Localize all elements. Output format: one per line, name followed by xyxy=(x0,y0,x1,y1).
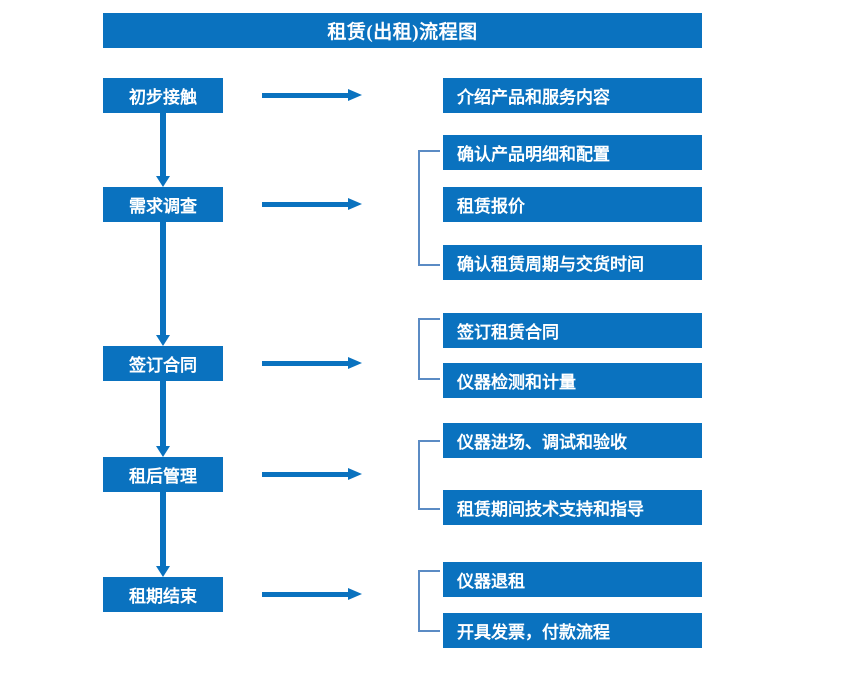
stage-box-5[interactable]: 租期结束 xyxy=(103,577,223,612)
stage-box-4[interactable]: 租后管理 xyxy=(103,457,223,492)
stage-box-3[interactable]: 签订合同 xyxy=(103,346,223,381)
arrow-head-icon xyxy=(156,176,170,187)
detail-box-10[interactable]: 开具发票，付款流程 xyxy=(443,613,702,648)
detail-box-9[interactable]: 仪器退租 xyxy=(443,562,702,597)
arrow-shaft xyxy=(160,222,166,335)
arrow-shaft xyxy=(160,492,166,566)
horizontal-arrow-4 xyxy=(262,468,362,480)
group-bracket-5 xyxy=(418,570,440,632)
arrow-head-icon xyxy=(348,89,362,101)
arrow-shaft xyxy=(262,592,350,597)
arrow-shaft xyxy=(262,202,350,207)
detail-box-7[interactable]: 仪器进场、调试和验收 xyxy=(443,423,702,458)
arrow-shaft xyxy=(262,361,350,366)
arrow-shaft xyxy=(262,93,350,98)
horizontal-arrow-5 xyxy=(262,588,362,600)
group-bracket-2 xyxy=(418,150,440,266)
detail-box-8[interactable]: 租赁期间技术支持和指导 xyxy=(443,490,702,525)
arrow-head-icon xyxy=(348,357,362,369)
horizontal-arrow-3 xyxy=(262,357,362,369)
arrow-head-icon xyxy=(348,468,362,480)
detail-box-6[interactable]: 仪器检测和计量 xyxy=(443,363,702,398)
detail-box-3[interactable]: 租赁报价 xyxy=(443,187,702,222)
vertical-arrow-2 xyxy=(156,222,170,346)
stage-box-1[interactable]: 初步接触 xyxy=(103,78,223,113)
group-bracket-3 xyxy=(418,318,440,380)
arrow-shaft xyxy=(160,381,166,446)
arrow-shaft xyxy=(262,472,350,477)
vertical-arrow-3 xyxy=(156,381,170,457)
arrow-head-icon xyxy=(156,446,170,457)
horizontal-arrow-1 xyxy=(262,89,362,101)
group-bracket-4 xyxy=(418,440,440,510)
diagram-title: 租赁(出租)流程图 xyxy=(103,13,702,48)
arrow-head-icon xyxy=(156,566,170,577)
detail-box-4[interactable]: 确认租赁周期与交货时间 xyxy=(443,245,702,280)
detail-box-5[interactable]: 签订租赁合同 xyxy=(443,313,702,348)
horizontal-arrow-2 xyxy=(262,198,362,210)
arrow-shaft xyxy=(160,113,166,176)
arrow-head-icon xyxy=(156,335,170,346)
arrow-head-icon xyxy=(348,198,362,210)
detail-box-1[interactable]: 介绍产品和服务内容 xyxy=(443,78,702,113)
detail-box-2[interactable]: 确认产品明细和配置 xyxy=(443,135,702,170)
stage-box-2[interactable]: 需求调查 xyxy=(103,187,223,222)
vertical-arrow-4 xyxy=(156,492,170,577)
vertical-arrow-1 xyxy=(156,113,170,187)
arrow-head-icon xyxy=(348,588,362,600)
